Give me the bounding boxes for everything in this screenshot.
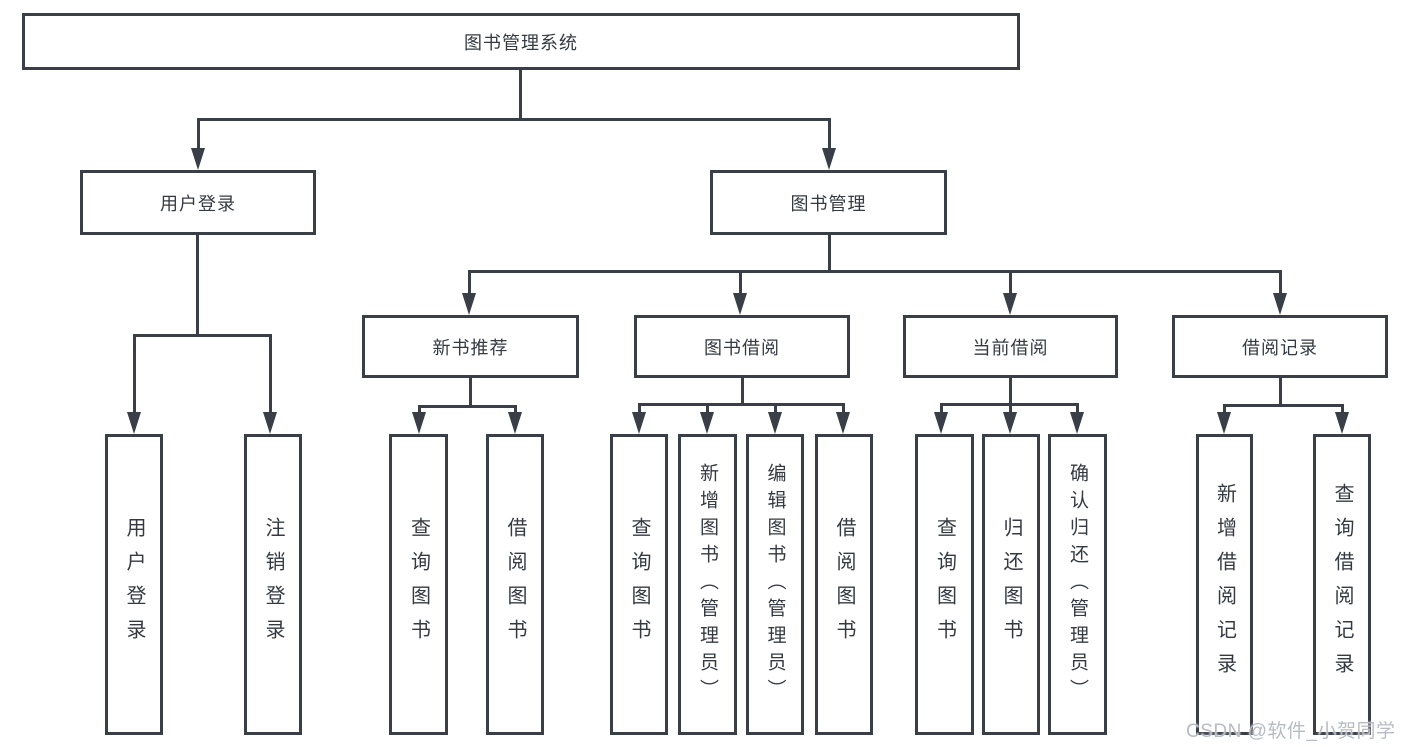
arrow-down-icon (1003, 412, 1017, 434)
leaf-label: 新增借阅记录 (1213, 482, 1236, 687)
connector-line (828, 118, 831, 150)
node-current-borrowing: 当前借阅 (903, 315, 1118, 378)
connector-line (197, 118, 200, 150)
leaf-label: 查询图书 (933, 516, 956, 653)
connector-line (940, 403, 943, 414)
arrow-down-icon (263, 412, 277, 434)
arrow-down-icon (1217, 412, 1231, 434)
leaf-add-borrow-record: 新增借阅记录 (1196, 434, 1253, 735)
leaf-user-login: 用户登录 (105, 434, 163, 735)
arrow-down-icon (700, 412, 714, 434)
connector-line (269, 334, 272, 414)
connector-line (418, 405, 421, 414)
leaf-query-books-recommend: 查询图书 (389, 434, 448, 735)
arrow-down-icon (508, 412, 522, 434)
arrow-down-icon (1335, 412, 1349, 434)
node-book-management: 图书管理 (710, 170, 947, 235)
connector-line (1009, 270, 1012, 294)
arrow-down-icon (934, 412, 948, 434)
node-borrowing-records: 借阅记录 (1172, 315, 1388, 378)
arrow-down-icon (462, 293, 476, 315)
node-user-login: 用户登录 (80, 170, 316, 235)
connector-line (1009, 403, 1012, 414)
arrow-down-icon (836, 412, 850, 434)
connector-line (514, 405, 517, 414)
connector-line (468, 270, 1282, 273)
node-new-book-recommend: 新书推荐 (362, 315, 579, 378)
connector-line (133, 334, 136, 414)
arrow-down-icon (191, 148, 205, 170)
connector-line (1279, 378, 1282, 406)
connector-line (828, 235, 831, 272)
leaf-label: 新增图书（管理员） (697, 463, 718, 706)
leaf-label: 确认归还（管理员） (1067, 463, 1088, 706)
leaf-borrow-books-recommend: 借阅图书 (486, 434, 544, 735)
connector-line (842, 403, 845, 414)
arrow-down-icon (1070, 412, 1084, 434)
connector-line (469, 378, 472, 407)
arrow-down-icon (632, 412, 646, 434)
connector-line (1279, 270, 1282, 294)
connector-line (197, 118, 831, 121)
watermark: CSDN @软件_小贺同学 (1186, 721, 1396, 742)
leaf-label: 用户登录 (123, 516, 145, 653)
connector-line (739, 270, 742, 294)
connector-line (638, 403, 845, 406)
connector-line (468, 270, 471, 294)
connector-line (196, 235, 199, 336)
connector-line (418, 405, 517, 408)
leaf-label: 借阅图书 (504, 516, 526, 653)
connector-line (1341, 404, 1344, 414)
leaf-label: 查询图书 (628, 516, 650, 653)
leaf-label: 注销登录 (262, 516, 284, 653)
leaf-label: 查询借阅记录 (1331, 482, 1353, 687)
leaf-label: 查询图书 (407, 516, 430, 653)
leaf-add-books-admin: 新增图书（管理员） (678, 434, 737, 735)
leaf-query-books-current: 查询图书 (915, 434, 974, 735)
arrow-down-icon (1003, 293, 1017, 315)
connector-line (1223, 404, 1226, 414)
connector-line (133, 334, 272, 337)
leaf-logout-login: 注销登录 (244, 434, 302, 735)
arrow-down-icon (733, 293, 747, 315)
connector-line (1009, 378, 1012, 405)
connector-line (706, 403, 709, 414)
connector-line (519, 70, 522, 120)
arrow-down-icon (822, 148, 836, 170)
leaf-return-books: 归还图书 (982, 434, 1040, 735)
leaf-confirm-return-admin: 确认归还（管理员） (1048, 434, 1107, 735)
leaf-label: 归还图书 (1000, 516, 1022, 653)
connector-line (1223, 404, 1344, 407)
leaf-query-borrow-record: 查询借阅记录 (1313, 434, 1371, 735)
leaf-label: 编辑图书（管理员） (764, 463, 786, 706)
leaf-label: 借阅图书 (833, 516, 855, 653)
connector-line (774, 403, 777, 414)
node-library-system: 图书管理系统 (22, 13, 1020, 70)
arrow-down-icon (1273, 293, 1287, 315)
connector-line (741, 378, 744, 405)
leaf-borrow-books: 借阅图书 (815, 434, 873, 735)
connector-line (638, 403, 641, 414)
arrow-down-icon (768, 412, 782, 434)
node-book-borrowing: 图书借阅 (634, 315, 850, 378)
connector-line (1076, 403, 1079, 414)
leaf-edit-books-admin: 编辑图书（管理员） (746, 434, 804, 735)
arrow-down-icon (412, 412, 426, 434)
arrow-down-icon (127, 412, 141, 434)
leaf-query-books-borrow: 查询图书 (610, 434, 668, 735)
